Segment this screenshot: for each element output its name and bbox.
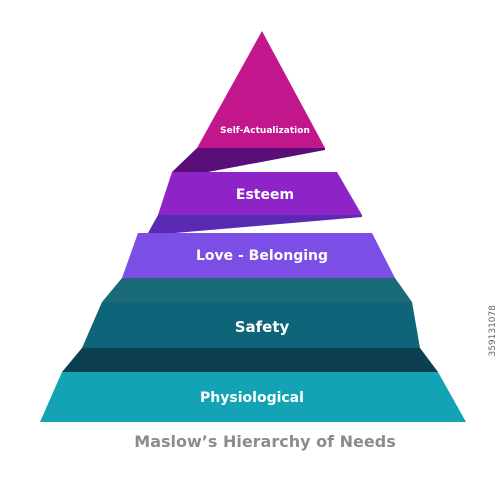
tier-safety [82,302,420,348]
tier-label-esteem: Esteem [236,187,294,203]
tier-label-love-belonging: Love - Belonging [196,248,328,264]
tier-love-belonging [122,233,395,278]
tier-self-actualization [197,31,325,148]
ribbon-fold-4 [62,348,438,372]
tier-esteem [158,172,362,215]
tier-label-physiological: Physiological [200,390,304,406]
tier-label-safety: Safety [235,318,290,336]
side-id-text: 359131078 [488,305,498,357]
tier-physiological [40,372,466,422]
ribbon-fold-3 [102,278,412,302]
ribbon-fold-1 [172,148,325,172]
tier-label-self-actualization: Self-Actualization [220,126,310,136]
diagram-title: Maslow’s Hierarchy of Needs [134,432,396,451]
ribbon-fold-2 [148,215,362,233]
